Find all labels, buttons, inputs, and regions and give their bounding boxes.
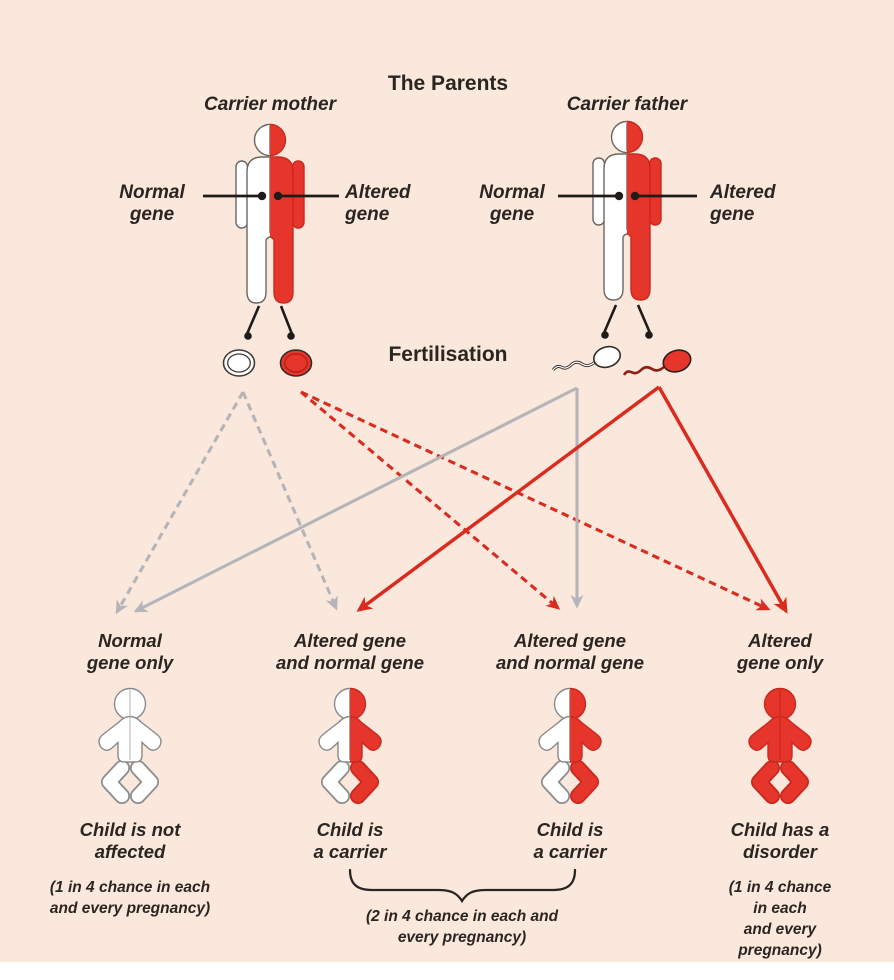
father-altered-arrows (356, 385, 788, 614)
child-4-chance-note: (1 in 4 chance in each and every pregnan… (728, 879, 832, 959)
child-1-chance-note: (1 in 4 chance in each and every pregnan… (49, 879, 211, 917)
carrier-father-label: Carrier father (566, 94, 688, 115)
baby-carrier-icon (318, 687, 382, 804)
mother-normal-arrows (115, 391, 338, 615)
child-2-outcome-label: Child is a carrier (313, 819, 387, 862)
baby-carrier-icon (538, 687, 602, 804)
child-1-outcome-label: Child is not affected (79, 819, 181, 862)
father-altered-gene-label: Altered gene (710, 182, 776, 225)
baby-not-affected-icon (98, 687, 162, 804)
carrier-father-figure-icon (592, 120, 662, 301)
diagram-title: The Parents (387, 72, 509, 95)
carrier-chance-note: (2 in 4 chance in each and every pregnan… (365, 908, 559, 946)
arrow-normal-egg-to-child-1 (115, 391, 245, 615)
arrow-normal-sperm-to-child-1 (133, 386, 578, 613)
mother-altered-gene-label: Altered gene (345, 182, 411, 225)
child-2-genes-label: Altered gene and normal gene (275, 630, 425, 673)
normal-sperm-icon (551, 345, 622, 371)
father-gene-pointers (558, 191, 697, 201)
mother-altered-arrows (300, 390, 771, 611)
carrier-mother-figure-icon (235, 123, 305, 304)
normal-egg-icon (222, 349, 256, 377)
arrow-normal-egg-to-child-2 (241, 391, 338, 611)
carrier-mother-label: Carrier mother (204, 94, 336, 115)
baby-disorder-icon (748, 687, 812, 804)
father-normal-gene-label: Normal gene (479, 182, 545, 225)
bottom-margin (0, 962, 894, 980)
fertilisation-label: Fertilisation (388, 343, 508, 366)
altered-egg-icon (279, 349, 313, 377)
carrier-brace (348, 868, 577, 904)
arrow-altered-sperm-to-child-2 (356, 385, 661, 612)
child-3-genes-label: Altered gene and normal gene (495, 630, 645, 673)
arrow-altered-sperm-to-child-4 (657, 386, 788, 614)
gamete-connectors (244, 304, 653, 340)
mother-normal-gene-label: Normal gene (119, 182, 185, 225)
child-3-outcome-label: Child is a carrier (533, 819, 607, 862)
altered-sperm-icon (622, 349, 692, 376)
arrow-altered-egg-to-child-4 (300, 390, 771, 611)
child-1-genes-label: Normal gene only (86, 630, 174, 673)
father-normal-arrows (133, 386, 584, 613)
arrow-altered-egg-to-child-3 (300, 390, 561, 610)
mother-gene-pointers (203, 191, 339, 201)
child-4-genes-label: Altered gene only (736, 630, 824, 673)
child-4-outcome-label: Child has a disorder (730, 819, 830, 862)
